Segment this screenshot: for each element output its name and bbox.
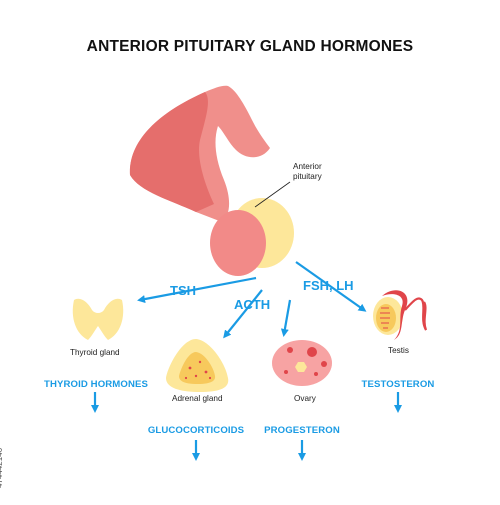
fsh-lh-label: FSH, LH — [303, 278, 354, 293]
tsh-label: TSH — [170, 283, 196, 298]
testis-label: Testis — [388, 346, 409, 355]
thyroid-hormones-label: THYROID HORMONES — [44, 379, 148, 390]
fsh-lh-ovary-arrow — [280, 299, 292, 337]
ovary-illustration — [272, 340, 332, 386]
stock-id-text: 474442146 — [0, 447, 4, 488]
pituitary-gland-illustration — [129, 85, 294, 276]
progesteron-label: PROGESTERON — [264, 425, 340, 436]
anterior-pituitary-label: Anterior pituitary — [293, 162, 322, 181]
hormone-arrows — [137, 261, 367, 339]
posterior-lobe — [210, 210, 266, 276]
stock-id-strip: 474442146 — [0, 0, 18, 500]
thyroid-gland-label: Thyroid gland — [70, 348, 120, 357]
thyroid-gland-illustration — [72, 298, 124, 340]
diagram-title: ANTERIOR PITUITARY GLAND HORMONES — [86, 38, 414, 55]
ovary-label: Ovary — [294, 394, 316, 403]
product-arrows — [91, 392, 402, 461]
pituitary-stalk-shade — [129, 92, 214, 212]
label-leader-line — [254, 181, 291, 208]
fsh-lh-testis-arrow — [295, 261, 367, 312]
adrenal-gland-illustration — [166, 339, 229, 392]
glucocorticoids-label: GLUCOCORTICOIDS — [147, 425, 245, 436]
testosteron-label: TESTOSTERON — [361, 379, 435, 390]
acth-arrow — [223, 289, 263, 339]
testis-illustration — [373, 290, 428, 340]
acth-label: ACTH — [234, 297, 271, 312]
tsh-arrow — [137, 276, 257, 303]
adrenal-gland-label: Adrenal gland — [172, 394, 223, 403]
